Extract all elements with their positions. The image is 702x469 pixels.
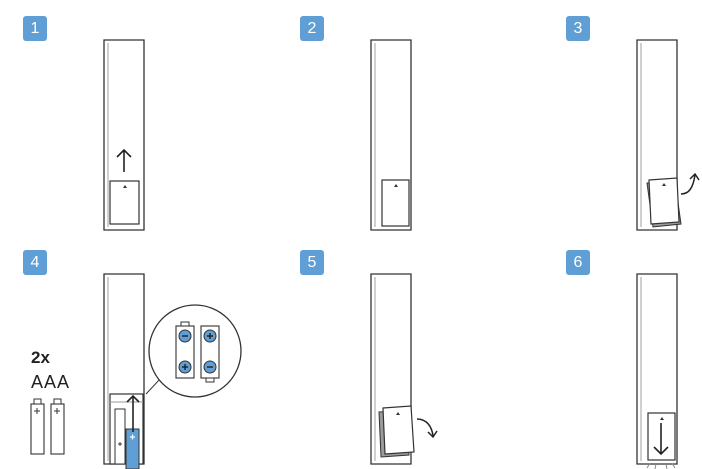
step-5-illustration [370,273,438,465]
battery-cover [109,180,140,225]
indicator-light-icon [646,462,676,469]
inserted-battery-highlighted [125,428,140,469]
step-5-panel: 5 [277,234,511,468]
loose-battery-left [30,398,45,455]
polarity-zoom-callout [145,304,242,398]
step-3-panel: 3 [543,0,702,234]
step-2-panel: 2 [277,0,511,234]
step-6-badge: 6 [566,250,590,275]
step-1-badge: 1 [23,16,47,41]
step-4-panel: 4 [0,234,242,469]
step-2-badge: 2 [300,16,324,41]
step-1-panel: 1 [0,0,234,234]
battery-cover [381,179,410,227]
slide-up-arrow-icon [116,148,132,172]
step-6-panel: 6 [543,234,702,469]
insert-arrow-icon [126,394,140,432]
step-4-badge: 4 [23,250,47,275]
step-2-illustration [370,39,412,231]
step-3-illustration [636,39,700,231]
step-5-badge: 5 [300,250,324,275]
lift-arrow-icon [680,172,700,195]
battery-type: AAA [31,372,71,392]
step-1-illustration [103,39,145,231]
loose-battery-right [50,398,65,455]
step-4-illustration [30,273,242,469]
battery-quantity: 2x [31,348,50,367]
step-6-illustration [636,273,678,469]
close-arrow-icon [416,418,438,439]
lifted-battery-cover [646,177,682,228]
slide-down-arrow-icon [653,423,669,456]
closing-battery-cover [378,405,415,458]
step-3-badge: 3 [566,16,590,41]
